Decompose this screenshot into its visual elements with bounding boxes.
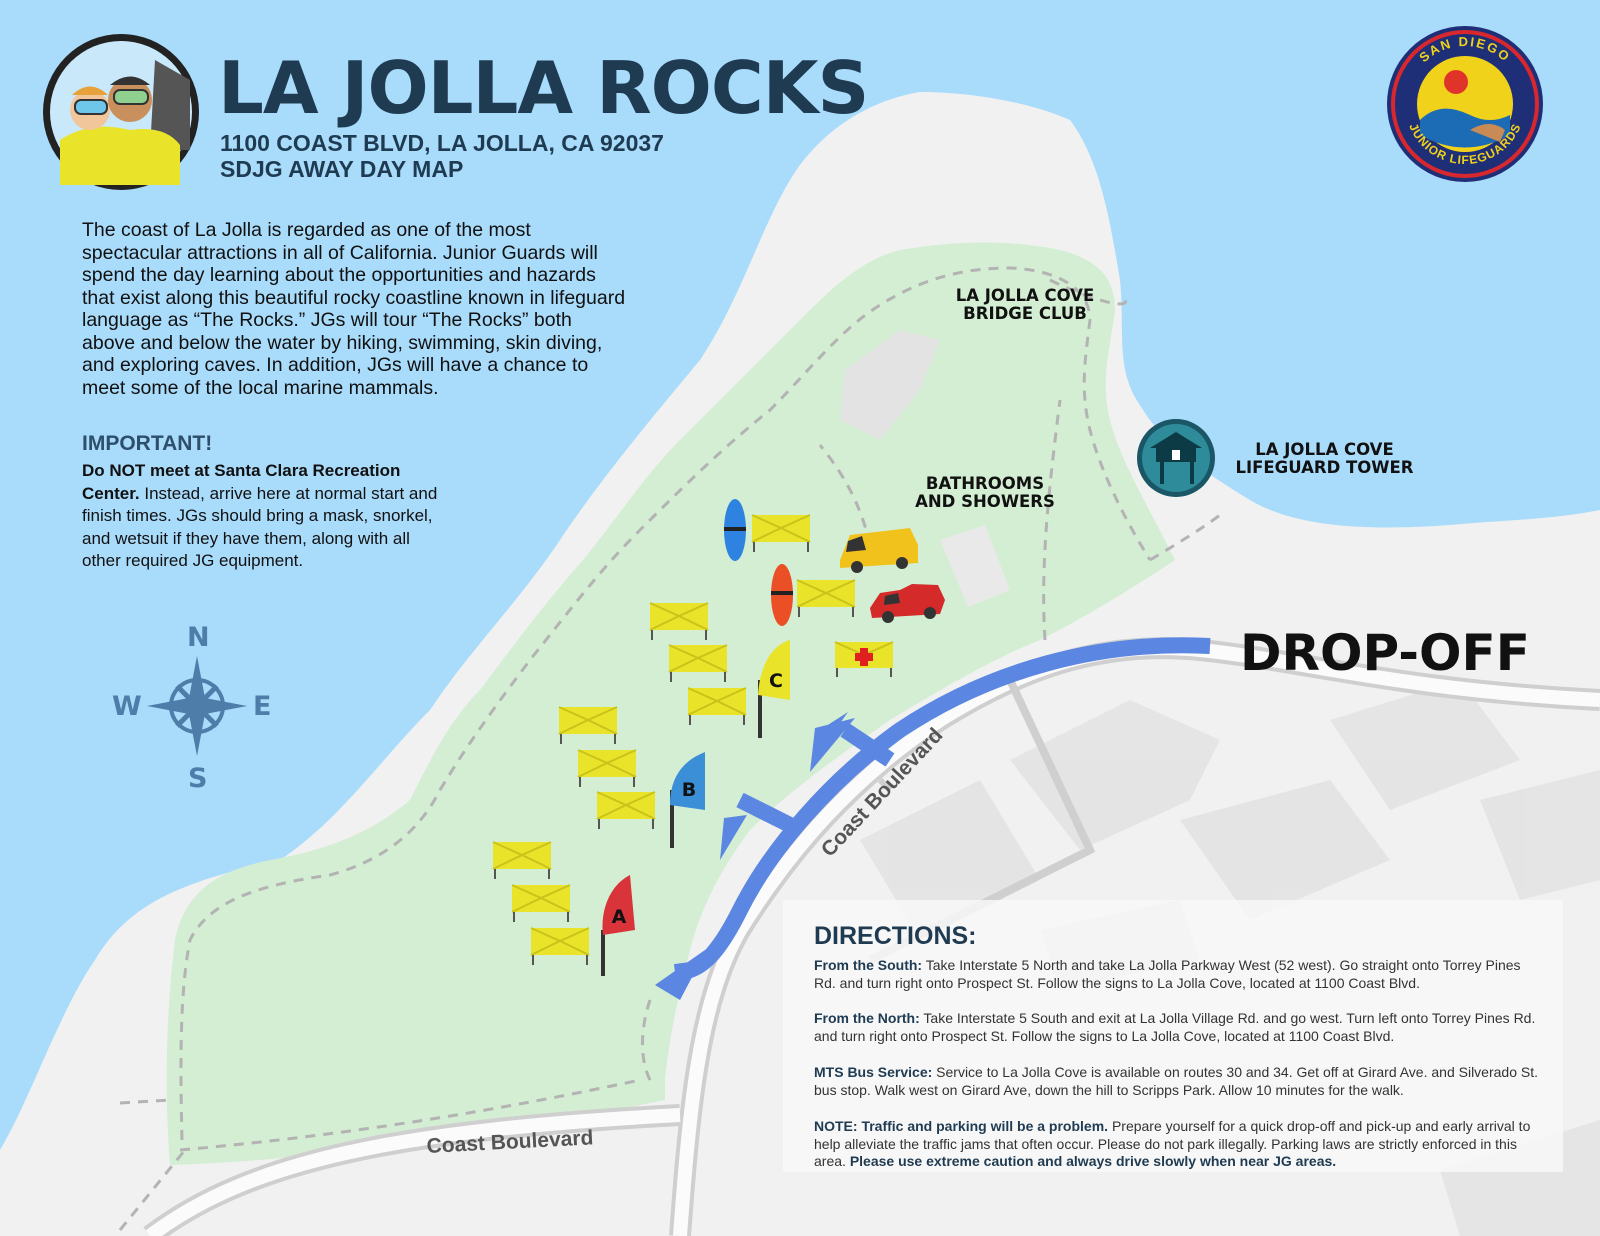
roads xyxy=(143,637,1600,1236)
canopy-tent xyxy=(511,884,571,922)
trail xyxy=(1149,513,1221,562)
important-body: Instead, arrive here at normal start and… xyxy=(82,483,438,571)
canopy-tent xyxy=(530,927,590,965)
south-label: From the South: xyxy=(814,957,923,973)
lifeguard-tower-icon xyxy=(1137,419,1215,497)
flag-b xyxy=(670,752,705,848)
note-text: Prepare yourself for a quick drop-off an… xyxy=(814,1118,1531,1169)
compass-w: W xyxy=(112,691,142,722)
north-text: Take Interstate 5 South and exit at La J… xyxy=(814,1010,1536,1044)
bathrooms-line1: BATHROOMS xyxy=(925,474,1045,493)
directions-heading: DIRECTIONS: xyxy=(814,922,977,950)
address: 1100 COAST BLVD, LA JOLLA, CA 92037 xyxy=(220,130,664,156)
mascot-avatar-icon xyxy=(43,34,199,190)
red-paddleboard xyxy=(771,564,793,626)
yellow-van xyxy=(840,528,918,573)
canopy-tent xyxy=(796,579,856,617)
bridge-club-line2: BRIDGE CLUB xyxy=(963,304,1087,323)
important-heading: IMPORTANT! xyxy=(82,432,213,455)
blue-paddleboard xyxy=(724,499,746,561)
flag-c-label: C xyxy=(769,670,783,692)
note-label: NOTE: Traffic and parking will be a prob… xyxy=(814,1118,1109,1134)
compass-s: S xyxy=(188,763,208,794)
bridge-club-line1: LA JOLLA COVE xyxy=(955,286,1095,305)
bathrooms-line2: AND SHOWERS xyxy=(915,492,1055,511)
red-truck xyxy=(870,584,945,623)
dropoff-label: DROP-OFF xyxy=(1240,624,1530,682)
directions-note: NOTE: Traffic and parking will be a prob… xyxy=(814,1118,1539,1171)
canopy-tent xyxy=(668,644,728,682)
park-area xyxy=(166,242,1176,1165)
bus-label: MTS Bus Service: xyxy=(814,1064,933,1080)
bridge-club-label: LA JOLLA COVE BRIDGE CLUB xyxy=(930,287,1120,323)
canopy-tent xyxy=(649,602,709,640)
note-tail: Please use extreme caution and always dr… xyxy=(849,1153,1337,1169)
map-subtitle: SDJG AWAY DAY MAP xyxy=(220,156,464,182)
bathroom-building xyxy=(940,525,1010,607)
flag-b-label: B xyxy=(682,779,696,801)
page-title: LA JOLLA ROCKS xyxy=(218,46,869,130)
flag-c xyxy=(758,640,790,738)
canopy-tent xyxy=(577,749,637,787)
intro-paragraph: The coast of La Jolla is regarded as one… xyxy=(82,219,626,399)
flag-a xyxy=(601,875,635,976)
flag-a-label: A xyxy=(612,906,627,928)
trail xyxy=(641,999,652,1081)
important-bold: Do NOT meet at Santa Clara Recreation Ce… xyxy=(82,461,401,503)
canopy-tent xyxy=(558,706,618,744)
trail xyxy=(818,444,872,546)
trail xyxy=(179,1078,641,1152)
compass-n: N xyxy=(187,622,210,653)
canopy-tent xyxy=(751,514,811,552)
directions-bus: MTS Bus Service: Service to La Jolla Cov… xyxy=(814,1064,1539,1099)
route-arrowheads xyxy=(655,712,855,1000)
important-text: Do NOT meet at Santa Clara Recreation Ce… xyxy=(82,460,452,573)
compass-e: E xyxy=(253,691,272,722)
bathrooms-label: BATHROOMS AND SHOWERS xyxy=(900,475,1070,511)
directions-south: From the South: Take Interstate 5 North … xyxy=(814,957,1539,992)
dropoff-route xyxy=(673,637,1211,980)
directions-north: From the North: Take Interstate 5 South … xyxy=(814,1010,1539,1045)
canopy-tent xyxy=(492,841,552,879)
first-aid-tent xyxy=(834,641,894,677)
trail xyxy=(119,1098,171,1105)
canopy-tent xyxy=(687,687,747,725)
canopy-tent xyxy=(596,791,656,829)
compass-rose-icon xyxy=(147,656,247,756)
lifeguard-tower-label: LA JOLLA COVE LIFEGUARD TOWER xyxy=(1222,441,1427,477)
south-text: Take Interstate 5 North and take La Joll… xyxy=(814,957,1521,991)
bridge-club-building xyxy=(840,330,940,440)
north-label: From the North: xyxy=(814,1010,920,1026)
tower-line1: LA JOLLA COVE xyxy=(1255,440,1394,459)
sdjg-seal-icon: SAN DIEGO JUNIOR LIFEGUARDS xyxy=(1387,26,1543,182)
directions-panel xyxy=(783,900,1563,1172)
tents xyxy=(492,514,856,965)
bus-text: Service to La Jolla Cove is available on… xyxy=(814,1064,1538,1098)
trail xyxy=(179,266,1152,1141)
trail xyxy=(1049,278,1127,306)
tower-line2: LIFEGUARD TOWER xyxy=(1235,458,1414,477)
